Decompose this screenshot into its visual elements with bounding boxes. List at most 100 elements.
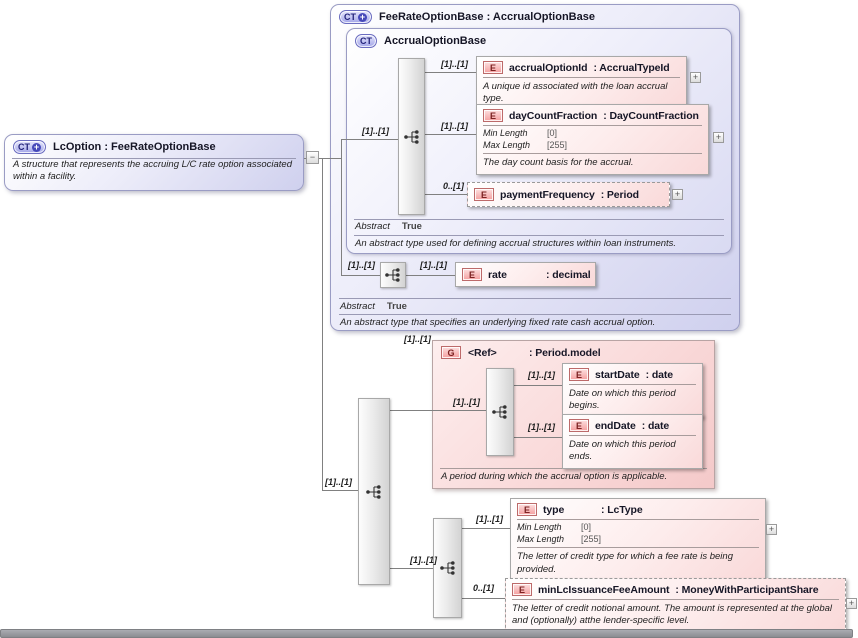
- element-startdate[interactable]: E startDate : date Date on which this pe…: [562, 363, 703, 418]
- element-type: : DayCountFraction: [603, 109, 699, 122]
- complextype-description: A structure that represents the accruing…: [13, 159, 292, 183]
- group-period-model-header[interactable]: G <Ref> : Period.model: [433, 341, 714, 364]
- divider: [512, 599, 839, 600]
- divider: [569, 435, 696, 436]
- group-type: : Period.model: [529, 346, 601, 359]
- element-accrualoptionid[interactable]: E accrualOptionId : AccrualTypeId A uniq…: [476, 56, 687, 111]
- cardinality-label: 0..[1]: [473, 583, 495, 593]
- element-type: : AccrualTypeId: [593, 61, 670, 74]
- derived-plus-icon: +: [32, 141, 41, 152]
- facet-value: [0]: [581, 522, 592, 532]
- divider: [517, 547, 759, 549]
- element-enddate[interactable]: E endDate : date Date on which this peri…: [562, 414, 703, 469]
- facet-table: Min Length[0] Max Length[255]: [477, 126, 708, 153]
- expand-button[interactable]: +: [672, 189, 683, 200]
- complextype-plus-badge-icon: CT+: [13, 140, 46, 154]
- ct-badge-label: CT: [360, 36, 372, 46]
- cardinality-label: 0..[1]: [443, 181, 465, 191]
- element-name: rate: [488, 268, 507, 281]
- complextype-lcoption-header[interactable]: CT+ LcOption : FeeRateOptionBase: [5, 135, 303, 157]
- connector-line: [425, 72, 476, 73]
- connector-line: [425, 134, 476, 135]
- element-description: The day count basis for the accrual.: [483, 157, 634, 169]
- collapse-button[interactable]: −: [306, 151, 319, 164]
- element-name: type: [543, 503, 565, 516]
- facet-table: Min Length[0] Max Length[255]: [511, 520, 765, 547]
- element-daycountfraction[interactable]: E dayCountFraction : DayCountFraction Mi…: [476, 104, 709, 175]
- sequence-connector: [358, 398, 390, 585]
- cardinality-label: [1]..[1]: [476, 514, 503, 524]
- sequence-connector: [398, 58, 425, 215]
- abstract-row: Abstract True: [340, 301, 407, 312]
- element-description: The letter of credit type for which a fe…: [517, 551, 733, 575]
- divider: [483, 77, 680, 78]
- sequence-connector: [433, 518, 462, 618]
- cardinality-label: [1]..[1]: [404, 334, 431, 344]
- connector-line: [462, 528, 510, 529]
- group-badge-icon: G: [441, 346, 461, 359]
- connector-line: [514, 385, 562, 386]
- connector-line: [425, 194, 467, 195]
- complextype-lcoption-box: CT+ LcOption : FeeRateOptionBase A struc…: [4, 134, 304, 191]
- element-minlcissuancefeeamount[interactable]: E minLcIssuanceFeeAmount : MoneyWithPart…: [505, 578, 846, 633]
- sequence-icon: [492, 405, 507, 419]
- element-paymentfrequency[interactable]: E paymentFrequency : Period: [467, 182, 670, 207]
- element-description: Date on which this period ends.: [569, 439, 676, 463]
- complextype-feerateoptionbase-header[interactable]: CT+ FeeRateOptionBase : AccrualOptionBas…: [331, 5, 739, 27]
- element-name: startDate: [595, 368, 640, 381]
- element-header[interactable]: E paymentFrequency : Period: [468, 183, 669, 206]
- element-badge-icon: E: [462, 268, 482, 281]
- facet-label: Max Length: [483, 139, 531, 150]
- element-type: : LcType: [601, 503, 643, 516]
- element-description: Date on which this period begins.: [569, 388, 676, 412]
- element-name: endDate: [595, 419, 636, 432]
- complextype-title: FeeRateOptionBase : AccrualOptionBase: [379, 11, 595, 23]
- expand-button[interactable]: +: [690, 72, 701, 83]
- complextype-title: LcOption : FeeRateOptionBase: [53, 141, 216, 153]
- facet-label: Min Length: [483, 128, 528, 138]
- horizontal-scrollbar[interactable]: [0, 629, 853, 638]
- expand-button[interactable]: +: [846, 598, 857, 609]
- divider: [339, 298, 731, 299]
- derived-plus-icon: +: [358, 11, 367, 22]
- connector-line: [514, 437, 562, 438]
- connector-line: [341, 275, 380, 276]
- element-badge-icon: E: [512, 583, 532, 596]
- divider: [483, 153, 702, 155]
- divider: [517, 519, 759, 520]
- expand-button[interactable]: +: [766, 524, 777, 535]
- element-header[interactable]: E endDate : date: [563, 415, 702, 435]
- connector-line: [322, 158, 323, 490]
- connector-line: [341, 139, 342, 275]
- element-rate[interactable]: E rate : decimal: [455, 262, 596, 287]
- element-header[interactable]: E startDate : date: [563, 364, 702, 384]
- element-header[interactable]: E minLcIssuanceFeeAmount : MoneyWithPart…: [506, 579, 845, 599]
- element-header[interactable]: E accrualOptionId : AccrualTypeId: [477, 57, 686, 77]
- element-type: : MoneyWithParticipantShare: [675, 583, 819, 596]
- element-type: : Period: [600, 188, 639, 201]
- complextype-plus-badge-icon: CT+: [339, 10, 372, 24]
- connector-line: [390, 568, 433, 569]
- element-name: paymentFrequency: [500, 188, 595, 201]
- element-header[interactable]: E rate : decimal: [456, 263, 595, 286]
- cardinality-label: [1]..[1]: [441, 59, 468, 69]
- cardinality-label: [1]..[1]: [362, 126, 389, 136]
- connector-line: [341, 139, 398, 140]
- element-badge-icon: E: [517, 503, 537, 516]
- element-type: : date: [645, 368, 674, 381]
- divider: [354, 219, 724, 220]
- element-header[interactable]: E type : LcType: [511, 499, 765, 519]
- divider: [354, 235, 724, 236]
- element-type[interactable]: E type : LcType Min Length[0] Max Length…: [510, 498, 766, 582]
- ct-badge-label: CT: [344, 12, 356, 22]
- complextype-accrualoptionbase-header[interactable]: CT AccrualOptionBase: [347, 29, 731, 51]
- cardinality-label: [1]..[1]: [325, 477, 352, 487]
- abstract-row: Abstract True: [355, 221, 422, 232]
- sequence-icon: [439, 561, 455, 575]
- facet-label: Min Length: [517, 522, 562, 532]
- element-header[interactable]: E dayCountFraction : DayCountFraction: [477, 105, 708, 125]
- divider: [339, 314, 731, 315]
- element-badge-icon: E: [483, 109, 503, 122]
- expand-button[interactable]: +: [713, 132, 724, 143]
